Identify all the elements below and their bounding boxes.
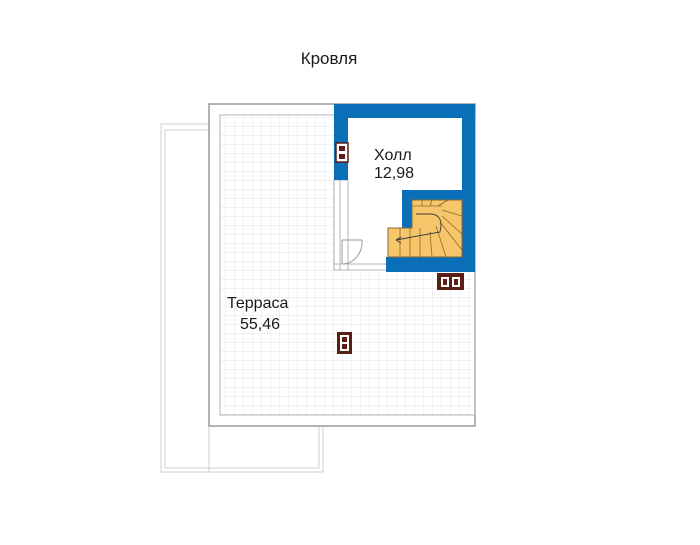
room-area-terrace: 55,46 [240,316,280,333]
room-name-hall: Холл [374,147,412,164]
vent-block-hall [335,142,349,163]
staircase [387,199,463,258]
vent-block-stairs [437,273,464,290]
room-area-hall: 12,98 [374,165,414,182]
door-swing [341,239,363,265]
vent-block-terrace [337,332,352,354]
floor-title: Кровля [301,49,358,68]
room-name-terrace: Терраса [227,295,288,312]
